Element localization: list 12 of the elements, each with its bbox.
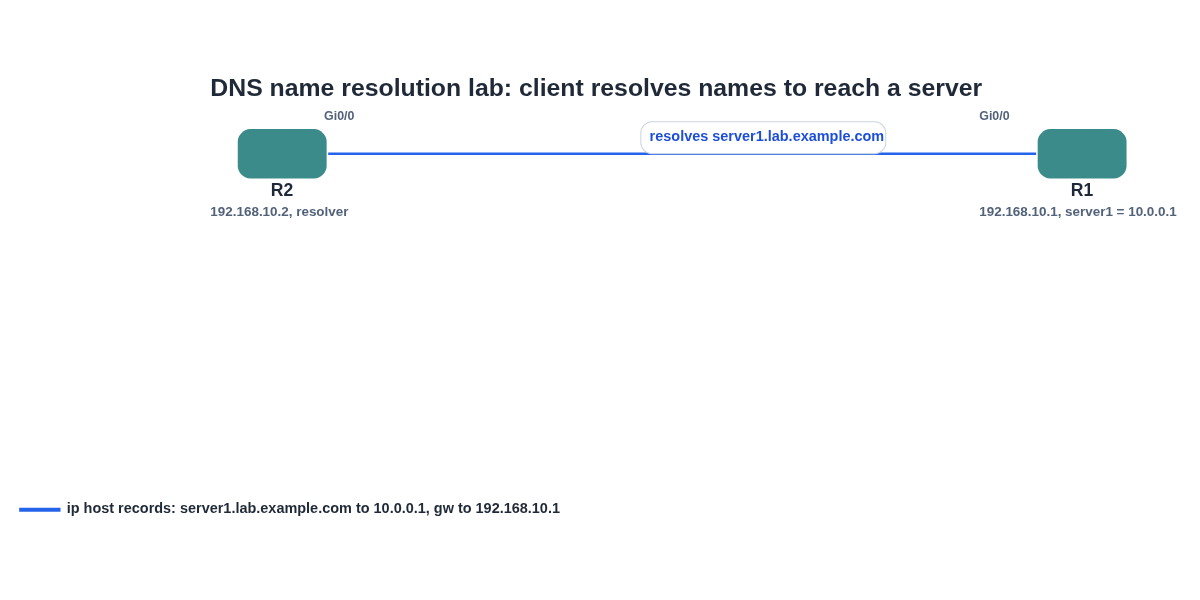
node-label: Gi0/0 <box>324 108 355 123</box>
node-box <box>237 128 327 179</box>
node-label: R1 <box>1070 179 1094 200</box>
node-box <box>1037 128 1127 179</box>
node-label: Gi0/0 <box>979 108 1010 123</box>
legend-label: ip host records: server1.lab.example.com to 10.0.0.1, gw to 192.168.10.1 <box>66 499 560 516</box>
node-label: 192.168.10.2, resolver <box>210 203 349 219</box>
node-label: R2 <box>270 179 294 200</box>
node-label: 192.168.10.1, server1 = 10.0.0.1 <box>979 203 1177 219</box>
edge-label: resolves server1.lab.example.com <box>649 127 885 144</box>
diagram-title: DNS name resolution lab: client resolves names to reach a server <box>210 73 983 101</box>
connector <box>328 151 1037 155</box>
